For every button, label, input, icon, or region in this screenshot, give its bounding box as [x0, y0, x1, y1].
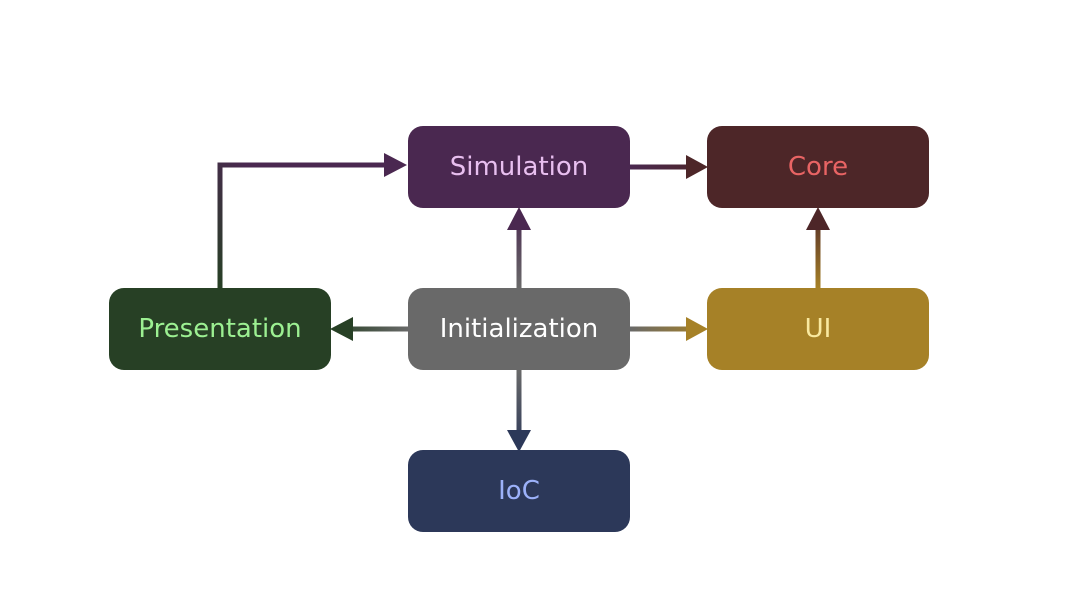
node-ui: UI [707, 288, 929, 370]
node-ioc: IoC [408, 450, 630, 532]
node-core: Core [707, 126, 929, 208]
node-box [109, 288, 331, 370]
edges [217, 153, 830, 452]
edge-presentation-to-simulation [217, 153, 407, 288]
edge-initialization-to-presentation [330, 317, 409, 341]
arrowhead-icon [330, 317, 353, 341]
node-presentation: Presentation [109, 288, 331, 370]
node-label-ioc: IoC [498, 476, 540, 506]
node-box [408, 126, 630, 208]
arrowhead-icon [507, 430, 531, 452]
arrowhead-icon [507, 207, 531, 230]
edge-ui-to-core [806, 207, 830, 288]
nodes: Simulation Core Presentation Initializat… [109, 126, 929, 532]
arrowhead-icon [806, 207, 830, 230]
node-box [707, 126, 929, 208]
node-label-ui: UI [805, 314, 832, 344]
node-simulation: Simulation [408, 126, 630, 208]
node-box [408, 288, 630, 370]
node-label-core: Core [788, 152, 848, 182]
node-box [707, 288, 929, 370]
edge-initialization-to-ioc [507, 370, 531, 452]
arrowhead-icon [384, 153, 407, 177]
node-label-initialization: Initialization [440, 314, 599, 344]
node-label-presentation: Presentation [138, 314, 301, 344]
edge-initialization-to-ui [630, 317, 708, 341]
node-initialization: Initialization [408, 288, 630, 370]
arrowhead-icon [686, 155, 708, 179]
edge-simulation-to-core [630, 155, 708, 179]
node-label-simulation: Simulation [450, 152, 589, 182]
arrowhead-icon [686, 317, 708, 341]
edge-line [217, 162, 386, 288]
node-box [408, 450, 630, 532]
edge-initialization-to-simulation [507, 207, 531, 288]
